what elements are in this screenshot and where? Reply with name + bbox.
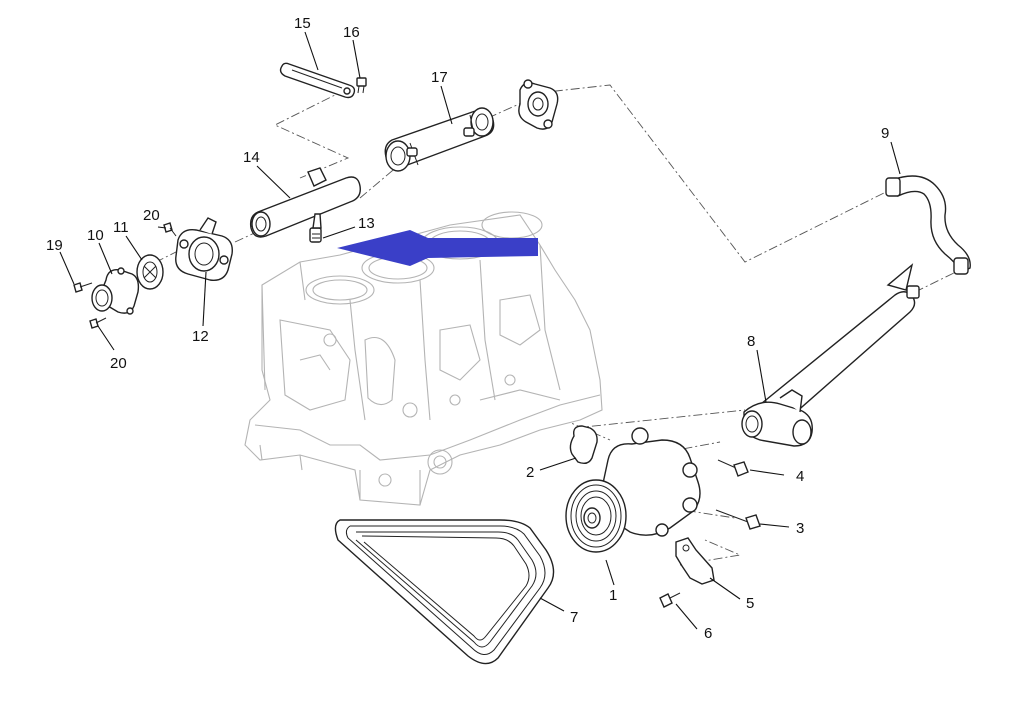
callout-15: 15 [294,15,311,32]
part-11-thermostat [136,254,164,290]
callout-4: 4 [796,468,804,485]
callout-11: 11 [113,219,129,236]
callout-10: 10 [87,227,104,244]
part-13-sensor [309,213,322,243]
callout-8: 8 [747,333,755,350]
part-19-bolt [73,282,93,293]
part-1-water-pump [565,427,701,553]
callout-2: 2 [526,464,534,481]
callout-20-upper: 20 [143,207,160,224]
callout-13: 13 [358,215,375,232]
callout-5: 5 [746,595,754,612]
part-12-thermostat-housing [175,217,233,281]
callout-19: 19 [46,237,63,254]
direction-arrow [337,230,538,266]
callout-16: 16 [343,24,360,41]
callout-20-lower: 20 [110,355,127,372]
callout-7: 7 [570,609,578,626]
callout-3: 3 [796,520,804,537]
callout-1: 1 [609,587,617,604]
part-8-pipe [741,263,920,447]
part-3-bolt [715,509,761,530]
part-10-water-inlet [91,267,140,315]
callout-6: 6 [704,625,712,642]
callout-9: 9 [881,125,889,142]
engine-block [244,211,603,506]
callout-14: 14 [243,149,260,166]
part-17-hose [384,107,495,172]
part-15-strap [279,62,356,99]
part-6-bolt [659,592,681,608]
part-2-gasket [569,425,598,465]
callout-17: 17 [431,69,448,86]
part-16-screw [356,77,367,94]
part-7-drive-belt [334,519,555,665]
part-4-bolt [717,459,749,477]
part-14-pipe [249,167,361,238]
outlet-flange [518,79,559,130]
leader-lines [59,31,901,630]
part-9-hose [885,175,971,275]
part-20-bolt-upper [163,222,177,237]
callout-12: 12 [192,328,209,345]
part-5-bracket [675,537,715,585]
callout-labels: 15 16 17 14 13 9 8 19 10 11 20 12 20 2 1… [46,15,889,642]
